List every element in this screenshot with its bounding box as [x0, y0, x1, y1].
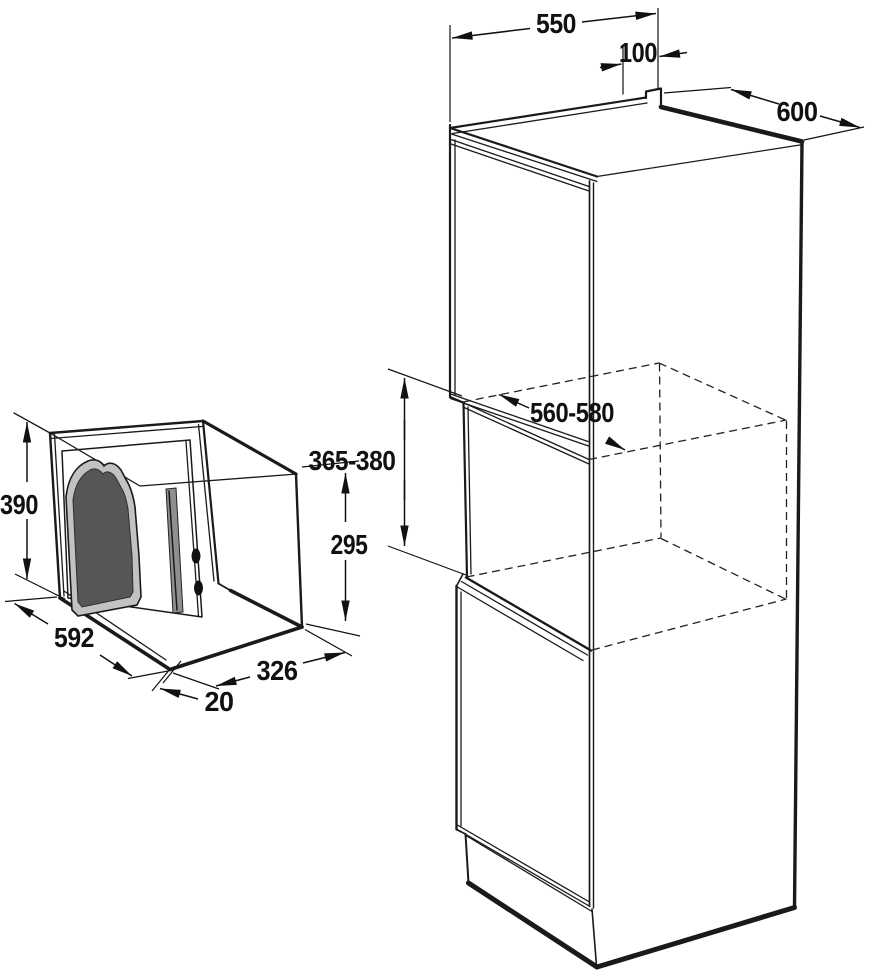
dim-label-600: 600	[777, 96, 818, 127]
dim-label-365-380: 365-380	[309, 445, 396, 476]
dim-cabinet-depth: 600	[663, 86, 865, 141]
cabinet-drawing	[448, 87, 805, 970]
dim-microwave-depth: 326	[172, 628, 353, 690]
microwave-drawing	[13, 412, 304, 672]
dim-cabinet-width: 550	[449, 8, 659, 122]
control-knob-bottom	[194, 580, 203, 596]
microwave-frame	[48, 419, 220, 672]
door-handle	[165, 487, 184, 614]
cabinet-lower-section	[455, 584, 797, 970]
dim-label-550: 550	[536, 8, 576, 39]
cabinet-top-collar	[644, 87, 663, 110]
dim-label-592: 592	[54, 622, 94, 653]
door-window-glass	[72, 468, 134, 608]
dim-microwave-overhang: 20	[151, 660, 234, 717]
cabinet-top-front-edge	[448, 96, 648, 130]
dim-label-20: 20	[205, 686, 234, 717]
niche-dashed-box	[462, 362, 788, 651]
dim-label-390: 390	[0, 489, 38, 520]
dim-microwave-body-height: 295	[301, 460, 368, 637]
microwave-door	[61, 439, 203, 618]
dim-cabinet-setback: 100	[599, 37, 688, 95]
cabinet-right-edge	[792, 140, 804, 910]
dim-microwave-height: 390	[0, 422, 66, 600]
dim-label-100: 100	[619, 37, 657, 68]
niche-opening	[455, 401, 593, 662]
dim-niche-height: 365-380	[309, 368, 467, 576]
dim-label-295: 295	[331, 529, 368, 560]
dim-microwave-width: 592	[4, 596, 169, 680]
dim-label-560-580: 560-580	[530, 397, 614, 428]
dim-niche-width: 560-580	[498, 393, 626, 451]
control-knob-top	[191, 548, 201, 564]
dim-label-326: 326	[257, 655, 298, 686]
